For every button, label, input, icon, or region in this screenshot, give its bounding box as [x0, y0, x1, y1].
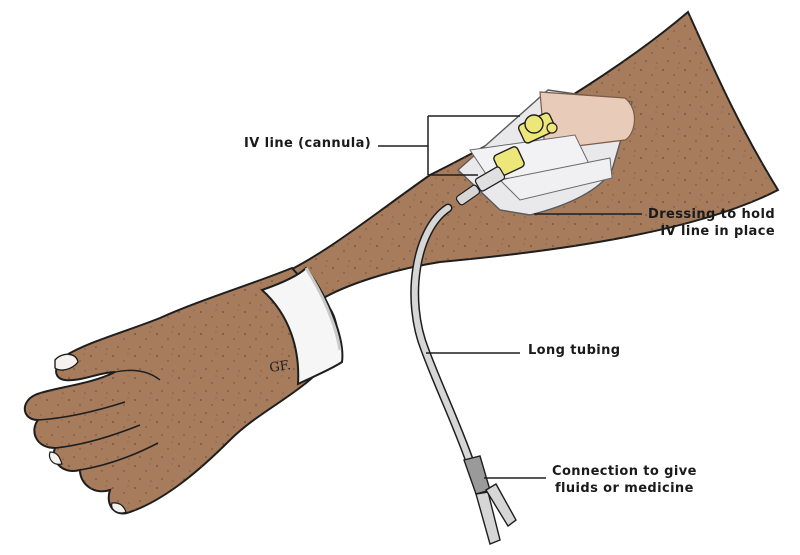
cannula-luer: [474, 166, 506, 192]
cannula: [455, 112, 558, 206]
long-tubing: [410, 203, 475, 467]
cannula-port-cap: [546, 122, 558, 134]
dressing-strip-2: [498, 157, 613, 201]
cannula-port: [524, 114, 544, 134]
tubing-inner: [411, 205, 473, 465]
tubing-label-text: Long tubing: [528, 343, 621, 358]
wristband-shadow: [304, 267, 342, 351]
tubing-label: Long tubing: [528, 342, 621, 359]
fingernail-1: [48, 451, 63, 465]
finger-crease-1: [37, 401, 126, 421]
y-connector-body: [463, 455, 491, 495]
y-connector-branch-left: [475, 491, 501, 545]
y-connector-branch-right: [485, 483, 517, 528]
thumbnail: [54, 353, 79, 371]
dressing-label-line1: Dressing to hold: [648, 207, 776, 222]
y-connector: [463, 455, 517, 545]
artist-signature: GF.: [268, 358, 291, 376]
dressing: [456, 89, 635, 216]
cannula-extension: [455, 184, 481, 206]
hand-texture: [24, 268, 338, 514]
fingernail-2: [111, 502, 127, 514]
leader-cannula: [378, 115, 520, 176]
dressing-label: Dressing to hold IV line in place: [648, 206, 775, 240]
arm: GF.: [23, 10, 780, 515]
finger-crease-3: [79, 442, 159, 471]
cannula-label: IV line (cannula): [244, 135, 371, 152]
connection-label: Connection to give fluids or medicine: [552, 463, 697, 497]
thumb-crease: [114, 369, 161, 381]
dressing-tape: [539, 91, 635, 151]
leader-lines: [378, 115, 642, 479]
cannula-label-text: IV line (cannula): [244, 136, 372, 151]
finger-crease-2: [54, 424, 141, 449]
connection-label-line2: fluids or medicine: [554, 481, 694, 496]
connection-label-line1: Connection to give: [552, 464, 697, 479]
dressing-label-line2: IV line in place: [660, 224, 776, 239]
